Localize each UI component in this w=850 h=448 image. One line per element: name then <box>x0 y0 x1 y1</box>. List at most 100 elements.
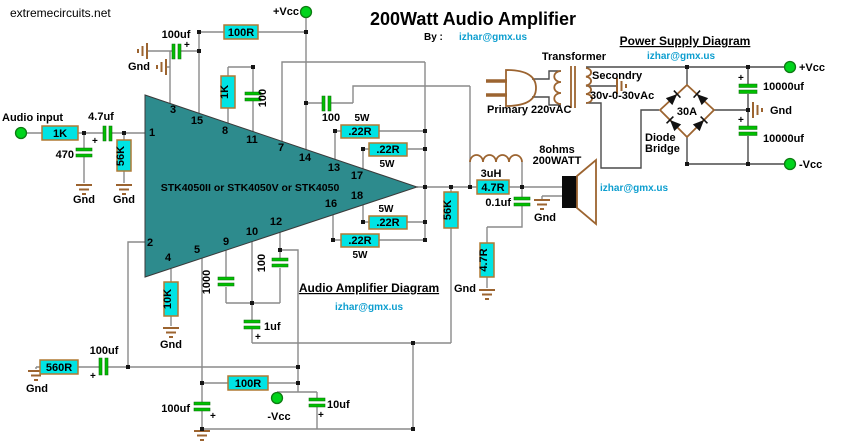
emitter-rating-3: 5W <box>379 204 395 215</box>
neg-vcc-terminal-ps <box>783 157 797 171</box>
cap-pin12-label: 100 <box>256 254 268 272</box>
vcc-label-amp: +Vcc <box>273 6 299 18</box>
diode-bridge-diamond <box>658 83 716 139</box>
cap-neg2-label: 10uf <box>327 399 350 411</box>
speaker-email: izhar@gmx.us <box>600 183 669 194</box>
cap-boot-100-b <box>321 95 332 112</box>
cap-boot-a-label: 100 <box>257 89 269 107</box>
resistor-bias-56k-label: 56K <box>115 146 127 166</box>
emitter-rating-4: 5W <box>353 250 369 261</box>
resistor-bias-56k <box>116 139 132 172</box>
emitter-rating-2: 5W <box>380 159 396 170</box>
pin-label-2: 2 <box>147 237 153 249</box>
resistor-emitter-3-label: .22R <box>376 217 399 229</box>
byline-label: By : <box>424 32 443 43</box>
cap-pin9-label: 1000 <box>201 270 213 294</box>
speaker-impedance: 8ohms <box>539 144 574 156</box>
pin-label-8: 8 <box>222 125 228 137</box>
ps-vcc-label: +Vcc <box>799 62 825 74</box>
transformer-label: Transformer <box>542 51 607 63</box>
neg-vcc-terminal-amp <box>270 391 284 405</box>
transformer-core <box>570 66 576 108</box>
resistor-boot-1k-label: 1K <box>219 85 231 99</box>
cap-fb-out-label: 1uf <box>264 321 281 333</box>
cap-supply-100uf <box>171 43 182 60</box>
pin-label-3: 3 <box>170 104 176 116</box>
resistor-emitter-4 <box>340 233 380 248</box>
resistor-damp-4r7-label: 4.7R <box>481 182 504 194</box>
resistor-supply-100r <box>223 24 259 40</box>
resistor-boot-1k <box>220 75 236 109</box>
page-title: 200Watt Audio Amplifier <box>370 9 576 29</box>
cap-input-label: 4.7uf <box>88 111 114 123</box>
pin-label-17: 17 <box>351 170 363 182</box>
ps-cap-top-plus: + <box>738 73 744 84</box>
amp-section-email: izhar@gmx.us <box>335 302 404 313</box>
ground-icon <box>478 289 496 300</box>
bridge-name-2: Bridge <box>645 143 680 155</box>
cap-neg-100uf <box>193 401 211 412</box>
cap-supply-label: 100uf <box>162 29 191 41</box>
pin-label-16: 16 <box>325 198 337 210</box>
secondary-voltage: 30v-0-30vAc <box>590 90 654 102</box>
pin-label-1: 1 <box>149 127 155 139</box>
cap-neg-label: 100uf <box>161 403 190 415</box>
audio-input-terminal <box>14 126 28 140</box>
resistor-neg-100r <box>227 375 269 391</box>
transformer-secondary-coil <box>585 67 593 104</box>
primary-label: Primary 220vAC <box>487 104 571 116</box>
output-inductor-coil <box>469 154 523 163</box>
ground-icon <box>162 327 180 338</box>
cap-neg-10uf <box>308 397 326 408</box>
gnd-label-10k: Gnd <box>160 339 182 351</box>
ground-icon <box>115 184 133 195</box>
resistor-emitter-1-label: .22R <box>348 126 371 138</box>
plug-prongs <box>486 79 507 97</box>
speaker-power: 200WATT <box>533 155 582 167</box>
ground-icon <box>137 42 148 60</box>
gnd-label-470: Gnd <box>73 194 95 206</box>
resistor-zobel-4r7 <box>479 242 495 278</box>
cap-ps-10000uf-bottom <box>738 125 758 136</box>
bridge-rating: 30A <box>677 106 697 118</box>
resistor-neg-100r-label: 100R <box>235 378 261 390</box>
resistor-input-1k <box>41 125 79 141</box>
cap-boot-100-a <box>244 91 262 102</box>
ground-icon <box>193 430 211 441</box>
resistor-emitter-3 <box>368 215 408 230</box>
vcc-terminal-ps <box>783 60 797 74</box>
cap-fb-plus: + <box>90 371 96 382</box>
resistor-pin4-10k <box>163 281 179 317</box>
amp-wiring <box>27 17 562 430</box>
gnd-label-zobel: Gnd <box>454 283 476 295</box>
ground-icon <box>75 184 93 195</box>
pin-label-4: 4 <box>165 252 172 264</box>
audio-input-label: Audio input <box>2 112 63 124</box>
resistor-emitter-2-label: .22R <box>376 144 399 156</box>
vcc-terminal-amp <box>299 5 313 19</box>
cap-fb-label: 100uf <box>90 345 119 357</box>
pin-label-18: 18 <box>351 190 363 202</box>
resistor-emitter-2 <box>368 142 408 157</box>
chip-label: STK4050II or STK4050V or STK4050 <box>161 182 340 194</box>
pin-label-11: 11 <box>246 134 258 146</box>
cap-boot-b-label: 100 <box>322 112 340 124</box>
ps-cap-top-label: 10000uf <box>763 81 804 93</box>
cap-pin9-1000 <box>217 276 235 287</box>
cap-pin12-100 <box>271 257 289 268</box>
cap-470 <box>75 147 93 158</box>
cap-neg2-plus: + <box>318 410 324 421</box>
speaker-horn <box>576 158 597 226</box>
site-name: extremecircuits.net <box>10 6 111 20</box>
resistor-damp-4r7 <box>476 179 510 195</box>
gnd-label-speaker: Gnd <box>534 212 556 224</box>
mains-plug <box>505 69 537 107</box>
inductor-label: 3uH <box>481 168 502 180</box>
resistor-zobel-4r7-label: 4.7R <box>478 248 490 271</box>
ps-cap-bottom-label: 10000uf <box>763 133 804 145</box>
pin-label-12: 12 <box>270 216 282 228</box>
byline-email: izhar@gmx.us <box>459 32 528 43</box>
pin-label-14: 14 <box>299 152 312 164</box>
